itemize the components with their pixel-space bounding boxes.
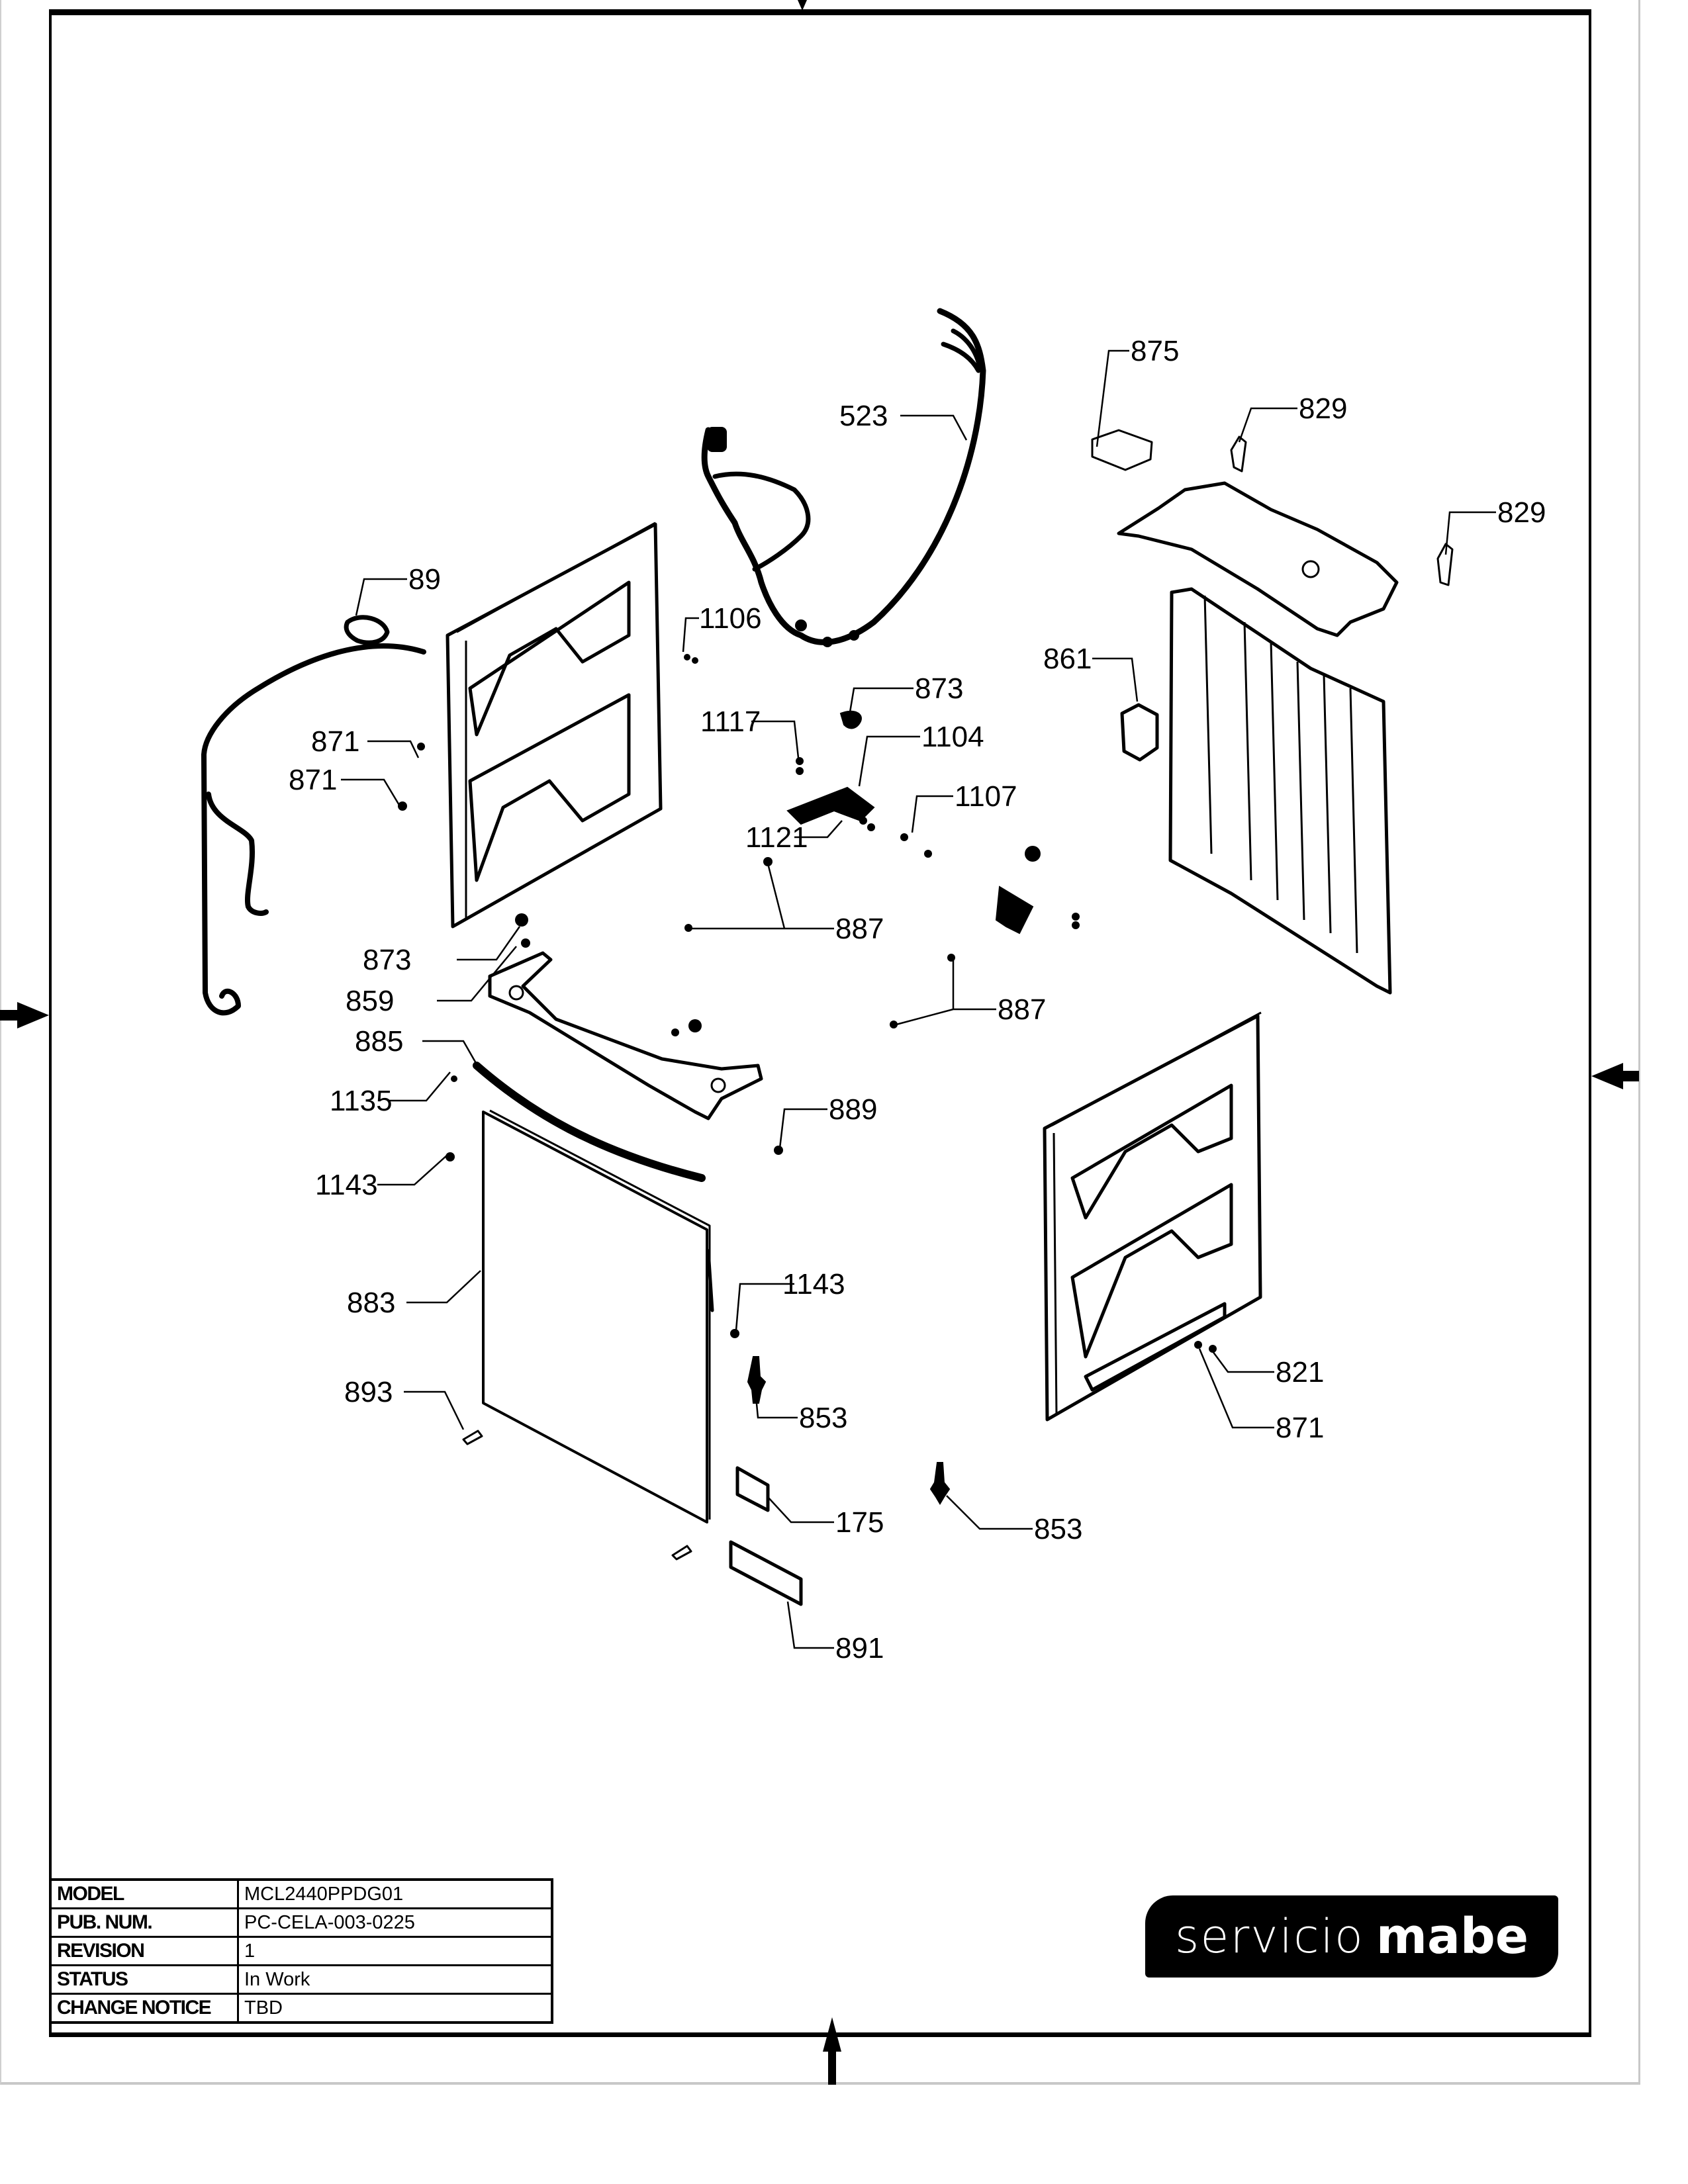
- top-registration-arrow-icon: [798, 0, 807, 11]
- callout-1117: 1117: [700, 705, 761, 738]
- callout-523: 523: [839, 400, 888, 432]
- callout-1143: 1143: [315, 1169, 378, 1201]
- callout-875: 875: [1131, 335, 1179, 367]
- callout-891: 891: [835, 1632, 884, 1664]
- label-revision: REVISION: [49, 1936, 239, 1966]
- callout-829: 829: [1299, 392, 1347, 425]
- right-side-panel: [1043, 1011, 1262, 1422]
- label-change-notice: CHANGE NOTICE: [49, 1993, 239, 2024]
- value-revision: 1: [237, 1936, 553, 1966]
- hardware-fasteners: [398, 654, 1217, 1606]
- label-model: MODEL: [49, 1878, 239, 1909]
- left-side-panel: [445, 522, 663, 929]
- callout-1104: 1104: [921, 721, 984, 753]
- callout-89: 89: [408, 563, 441, 596]
- drain-hose-89: [201, 615, 426, 1016]
- value-pub-num: PC-CELA-003-0225: [237, 1907, 553, 1938]
- callout-885: 885: [355, 1025, 403, 1058]
- callout-1107: 1107: [955, 780, 1017, 813]
- callout-893: 893: [344, 1376, 393, 1408]
- bottom-registration-arrow-icon: [823, 2017, 841, 2085]
- title-row-pub-num: PUB. NUM.PC-CELA-003-0225: [49, 1907, 553, 1938]
- value-change-notice: TBD: [237, 1993, 553, 2024]
- left-registration-arrow-icon: [0, 1002, 49, 1028]
- rear-panel: [1168, 587, 1392, 995]
- servicio-mabe-logo: servicio mabe: [1145, 1895, 1558, 1978]
- wire-harness-523: [701, 308, 986, 647]
- callout-873: 873: [363, 944, 411, 976]
- callout-871: 871: [1276, 1412, 1324, 1444]
- value-status: In Work: [237, 1964, 553, 1995]
- front-top-bracket-859: [488, 951, 763, 1120]
- callout-871: 871: [289, 764, 337, 796]
- callout-853: 853: [1034, 1513, 1082, 1545]
- callout-1143: 1143: [782, 1268, 845, 1300]
- drawing-sheet: [0, 0, 1640, 2085]
- callout-labels: 523 875 829 829 89 1106 873 1117 1104 11…: [289, 335, 1546, 1664]
- bracket-875: [1091, 429, 1153, 471]
- callout-887: 887: [998, 993, 1046, 1026]
- callout-853: 853: [799, 1402, 847, 1434]
- callout-1135: 1135: [330, 1085, 393, 1117]
- callout-1121: 1121: [745, 821, 808, 854]
- label-status: STATUS: [49, 1964, 239, 1995]
- clip-829: [1230, 435, 1247, 473]
- callout-829: 829: [1497, 496, 1546, 529]
- clip-829: [1436, 543, 1454, 586]
- callout-1106: 1106: [699, 602, 762, 635]
- top-rear-bracket: [1117, 481, 1399, 637]
- callout-175: 175: [835, 1506, 884, 1539]
- label-pub-num: PUB. NUM.: [49, 1907, 239, 1938]
- front-door-883: [482, 1109, 714, 1524]
- drawing-frame: [49, 9, 1591, 2037]
- part-861: [1120, 703, 1159, 762]
- callout-889: 889: [829, 1093, 877, 1126]
- callout-887: 887: [835, 913, 884, 945]
- callout-859: 859: [346, 985, 394, 1017]
- callout-leaders: [341, 349, 1496, 1649]
- callout-883: 883: [347, 1287, 395, 1319]
- callout-821: 821: [1276, 1356, 1324, 1388]
- logo-text-mabe: mabe: [1376, 1908, 1529, 1965]
- seal-strip-885: [473, 1062, 706, 1182]
- callout-873: 873: [915, 672, 963, 705]
- logo-text-servicio: servicio: [1174, 1909, 1364, 1964]
- right-registration-arrow-icon: [1591, 1063, 1639, 1089]
- callout-861: 861: [1043, 643, 1092, 675]
- value-model: MCL2440PPDG01: [237, 1878, 553, 1909]
- callout-871: 871: [311, 725, 359, 758]
